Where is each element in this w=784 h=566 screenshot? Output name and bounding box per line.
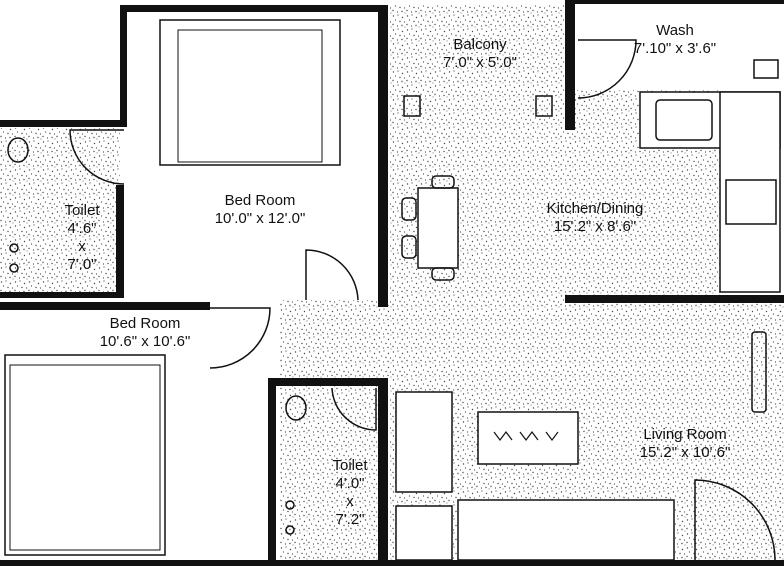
toilet-left-name: Toilet — [64, 202, 100, 219]
toilet-bottom-width: 4'.0" — [335, 475, 365, 492]
dining-set — [401, 175, 459, 281]
bedroom-bottom-size: 10'.6" x 10'.6" — [99, 333, 191, 350]
toilet-bottom-fixtures — [285, 395, 307, 535]
living-room-size: 15'.2" x 10'.6" — [639, 444, 731, 461]
bed-top — [159, 19, 341, 166]
wash-label: Wash 7'.10" x 3'.6" — [615, 22, 735, 58]
toilet-bottom-x: x — [346, 493, 354, 510]
toilet-bottom-name: Toilet — [332, 457, 368, 474]
kitchen-dining-label: Kitchen/Dining 15'.2" x 8'.6" — [525, 200, 665, 236]
bedroom-bottom-name: Bed Room — [109, 315, 181, 332]
bedroom-bottom-label: Bed Room 10'.6" x 10'.6" — [75, 315, 215, 351]
toilet-left-label: Toilet 4'.6" x 7'.0" — [47, 202, 117, 274]
balcony-size: 7'.0" x 5'.0" — [443, 54, 517, 71]
balcony-label: Balcony 7'.0" x 5'.0" — [420, 36, 540, 72]
door-swings — [69, 39, 776, 561]
toilet-bottom-label: Toilet 4'.0" x 7'.2" — [315, 457, 385, 529]
living-room-name: Living Room — [643, 426, 727, 443]
balcony-railing — [403, 95, 553, 117]
toilet-left-width: 4'.6" — [67, 220, 97, 237]
bedroom-top-label: Bed Room 10'.0" x 12'.0" — [190, 192, 330, 228]
kitchen-dining-name: Kitchen/Dining — [546, 200, 644, 217]
wash-name: Wash — [656, 22, 694, 39]
bed-bottom — [4, 354, 166, 556]
wash-size: 7'.10" x 3'.6" — [633, 40, 717, 57]
toilet-left-x: x — [78, 238, 86, 255]
kitchen-dining-size: 15'.2" x 8'.6" — [553, 218, 637, 235]
toilet-left-fixtures — [7, 137, 29, 273]
balcony-name: Balcony — [453, 36, 507, 53]
kitchen-counter — [639, 91, 781, 293]
living-room-label: Living Room 15'.2" x 10'.6" — [615, 426, 755, 462]
wash-fixture — [753, 59, 779, 79]
bedroom-top-size: 10'.0" x 12'.0" — [214, 210, 306, 227]
toilet-left-height: 7'.0" — [67, 256, 97, 273]
bedroom-top-name: Bed Room — [224, 192, 296, 209]
toilet-bottom-height: 7'.2" — [335, 511, 365, 528]
living-furniture — [395, 331, 767, 561]
